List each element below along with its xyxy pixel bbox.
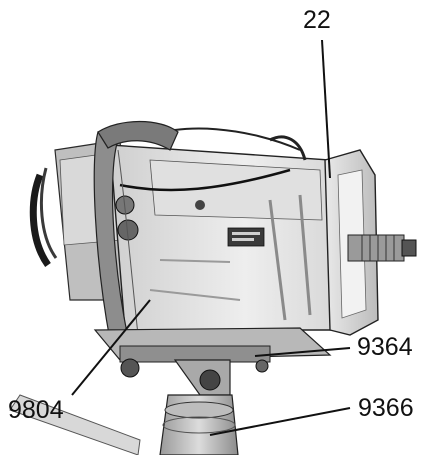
stand-column [159,394,239,455]
leader-9364 [254,347,351,357]
callout-9804: 9804 [8,396,64,424]
main-housing [109,127,336,331]
bell-housing [324,149,417,336]
leader-lines [71,39,351,436]
callout-9366: 9366 [358,394,414,422]
leader-9804 [71,299,151,396]
leader-9366 [209,407,351,436]
nameplate [227,227,265,247]
lifting-strap [93,120,179,341]
fixture-arm-left [9,394,141,455]
callout-22: 22 [303,6,331,34]
support-fixture [93,327,332,396]
input-shaft [347,234,405,262]
callout-9364: 9364 [357,333,413,361]
leader-22 [321,39,331,179]
